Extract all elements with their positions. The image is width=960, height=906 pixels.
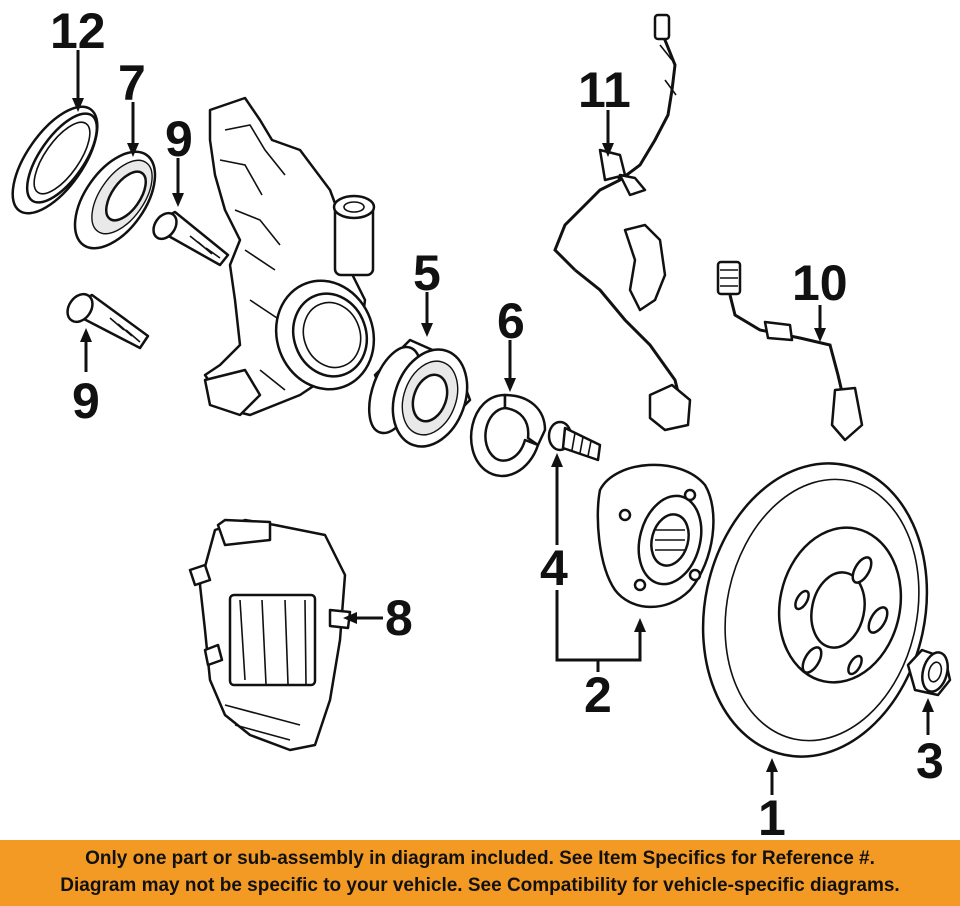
bolt-lower — [66, 292, 150, 350]
disclaimer-line-2: Diagram may not be specific to your vehi… — [60, 875, 900, 896]
abs-sensor — [553, 13, 692, 432]
callout-10: 10 — [792, 255, 848, 311]
callout-3: 3 — [916, 733, 944, 789]
brake-rotor — [701, 462, 929, 758]
callout-1: 1 — [758, 790, 786, 840]
hub-stud — [547, 420, 602, 462]
callout-6: 6 — [497, 293, 525, 349]
abs-tone-ring — [11, 105, 99, 215]
parts-diagram: 12 7 9 9 5 6 11 10 4 8 2 3 1 — [11, 3, 952, 840]
wheel-hub — [596, 463, 715, 609]
callout-8: 8 — [385, 590, 413, 646]
callout-12: 12 — [50, 3, 106, 59]
snap-ring — [470, 393, 547, 478]
callout-9-upper: 9 — [165, 111, 193, 167]
callout-7: 7 — [118, 55, 146, 111]
disclaimer-line-1: Only one part or sub-assembly in diagram… — [85, 848, 875, 869]
disclaimer-banner: Only one part or sub-assembly in diagram… — [0, 840, 960, 906]
callout-5: 5 — [413, 245, 441, 301]
wheel-seal — [73, 150, 157, 250]
callout-2: 2 — [584, 667, 612, 723]
lug-nut — [906, 648, 952, 697]
callout-4: 4 — [540, 540, 568, 596]
wheel-bearing — [367, 338, 472, 448]
bolt-upper — [152, 210, 230, 267]
callout-9-lower: 9 — [72, 373, 100, 429]
brake-caliper — [188, 518, 352, 752]
leader-lines — [72, 50, 934, 795]
steering-knuckle — [203, 96, 376, 417]
callout-11: 11 — [578, 62, 631, 118]
callout-labels: 12 7 9 9 5 6 11 10 4 8 2 3 1 — [50, 3, 944, 840]
brake-hose — [716, 260, 864, 442]
